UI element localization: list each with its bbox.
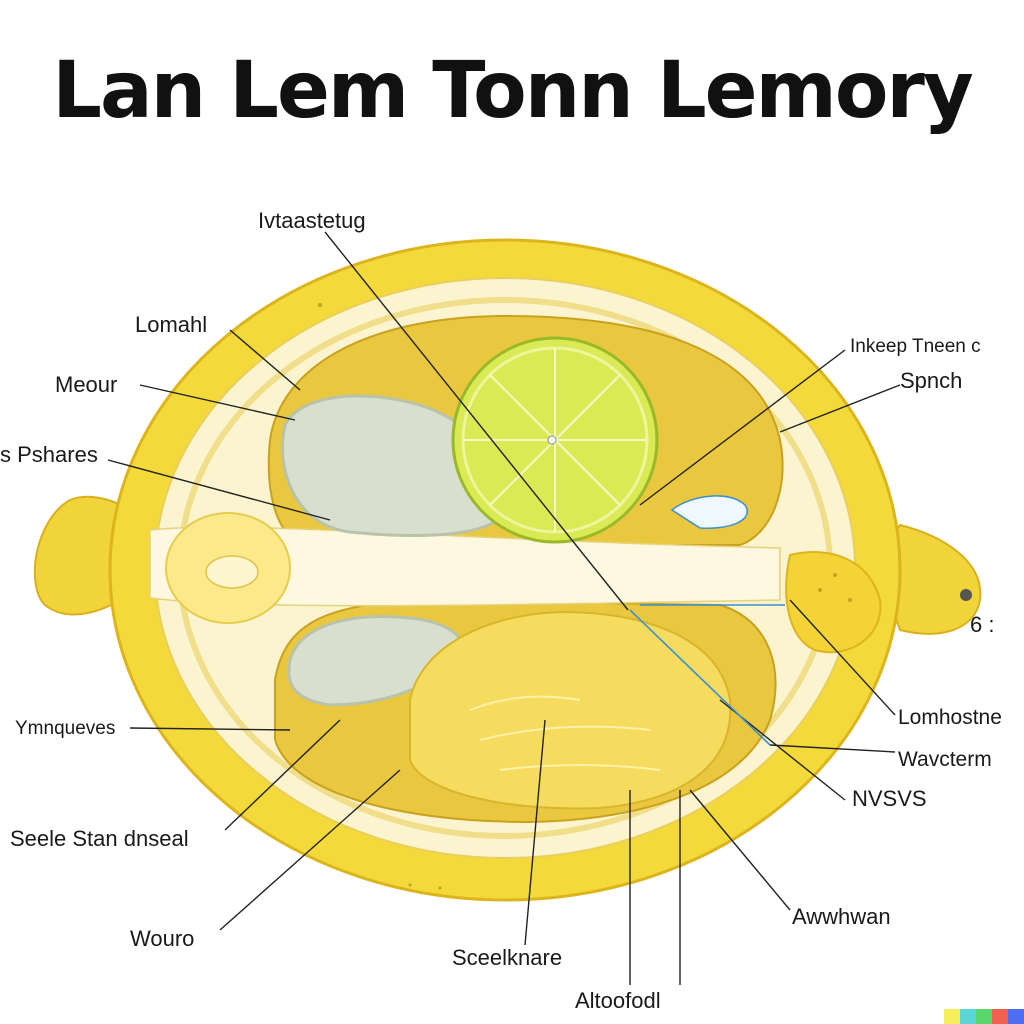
right-nub [873, 523, 982, 635]
rind-speckles [318, 303, 852, 890]
label-bottom-1: Sceelknare [452, 945, 562, 970]
label-left-2: Meour [55, 372, 117, 397]
color-swatch-watermark [944, 1009, 1024, 1024]
leader-lines [107, 231, 901, 985]
label-left-5: Seele Stan dnseal [10, 826, 189, 851]
segment-juice-vesicles [469, 695, 661, 771]
label-bottom-2: Altoofodl [575, 988, 661, 1013]
label-left-6: Wouro [130, 926, 194, 951]
slice-segments [463, 348, 647, 532]
label-right-5: Wavcterm [898, 748, 992, 771]
label-right-4: Lomhostne [898, 706, 1002, 729]
lemon-body [33, 238, 982, 902]
seed-detail [670, 495, 748, 529]
left-pith-eye [205, 555, 259, 589]
label-top: Ivtaastetug [258, 208, 366, 233]
right-pith-blob [785, 551, 882, 654]
label-right-3: 6 : [970, 612, 994, 637]
label-left-4: Ymnqueves [15, 718, 115, 739]
part-labels: Ivtaastetug Lomahl Meour s Pshares Ymnqu… [0, 208, 1002, 1013]
label-right-7: Awwhwan [792, 904, 891, 929]
stem-dot [960, 589, 972, 601]
lower-segment [409, 610, 732, 810]
label-left-3: s Pshares [0, 442, 98, 467]
diagram-title: Lan Lem Tonn Lemory [52, 46, 973, 136]
label-right-6: NVSVS [852, 786, 927, 811]
label-left-1: Lomahl [135, 312, 207, 337]
label-right-1: Inkeep Tneen c [850, 336, 981, 357]
slice-center [547, 435, 557, 445]
label-right-2: Spnch [900, 368, 962, 393]
